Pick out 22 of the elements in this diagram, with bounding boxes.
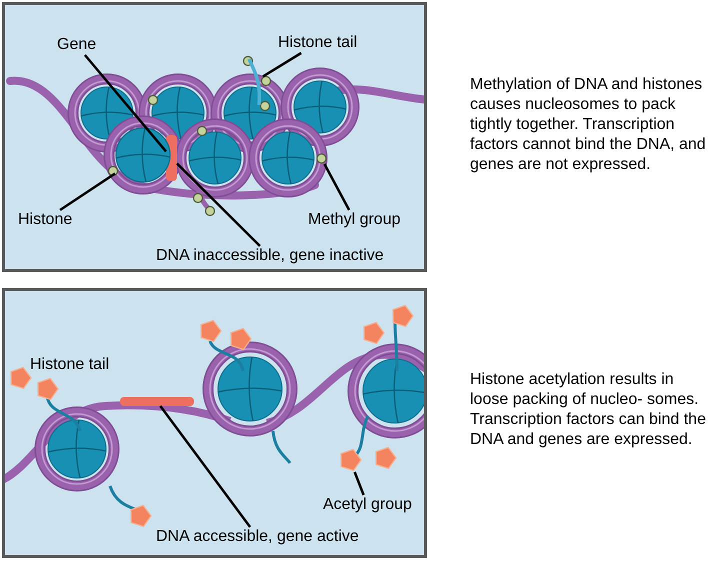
gene-segment — [120, 397, 194, 406]
leader-line — [262, 52, 302, 78]
description-text: Histone acetylation results in loose packing of nucleo- somes. Transcription factors can bind the DNA and genes are expressed. — [470, 370, 707, 450]
leader-line — [323, 163, 350, 211]
leader-line — [84, 54, 167, 152]
leader-line — [159, 405, 252, 528]
callout-label: Histone — [18, 210, 72, 230]
leader-line — [176, 162, 261, 247]
callout-label: Methyl group — [308, 210, 400, 230]
callout-label: Histone tail — [30, 355, 110, 375]
leader-line — [59, 172, 116, 212]
callout-label: DNA accessible, gene active — [156, 527, 359, 547]
callout-label: DNA inaccessible, gene inactive — [156, 246, 384, 266]
histone-tail — [245, 57, 263, 107]
acetyl-group-pentagon — [338, 448, 362, 472]
callout-label: Gene — [57, 35, 96, 55]
description-text: Methylation of DNA and histones causes nucleosomes to pack tightly together. Transcription factors cannot bind the DNA, and genes are not expressed. — [470, 75, 707, 175]
methyl-group-dot — [316, 153, 327, 164]
callout-label: Histone tail — [278, 33, 358, 53]
histone-core — [115, 127, 171, 183]
leader-line — [354, 472, 365, 496]
callout-label: Acetyl group — [323, 495, 412, 515]
